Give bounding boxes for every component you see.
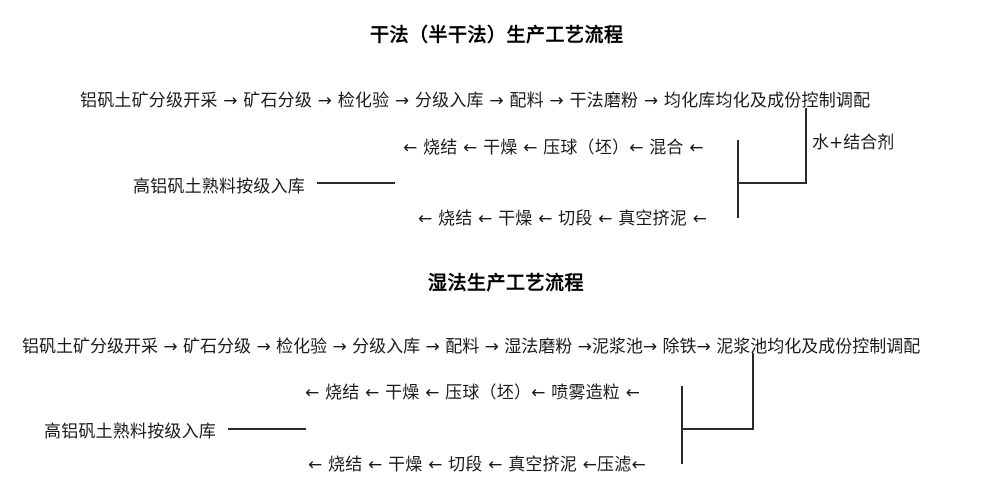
dry-process-stock-connector-line — [317, 182, 395, 184]
dry-process-additive-label: 水+结合剂 — [812, 133, 895, 153]
wet-process-row-3: 高铝矾土熟料按级入库 — [44, 422, 216, 442]
dry-process-row-4: ← 烧结 ← 干燥 ← 切段 ← 真空挤泥 ← — [418, 209, 708, 229]
wet-process-row-2: ← 烧结 ← 干燥 ← 压球（坯）← 喷雾造粒 ← — [305, 383, 641, 403]
dry-connector-left-vertical-line — [737, 140, 739, 218]
wet-process-row-1: 铝矾土矿分级开采 → 矿石分级 → 检化验 → 分级入库 → 配料 → 湿法磨粉… — [22, 337, 921, 357]
dry-connector-horizontal-line — [737, 182, 807, 184]
dry-connector-right-vertical-line — [805, 108, 807, 184]
wet-connector-right-vertical-line — [752, 353, 754, 429]
dry-process-row-3: 高铝矾土熟料按级入库 — [133, 177, 305, 197]
wet-process-title: 湿法生产工艺流程 — [428, 272, 585, 294]
wet-connector-left-vertical-line — [681, 386, 683, 464]
dry-process-title: 干法（半干法）生产工艺流程 — [370, 24, 624, 46]
wet-process-row-4: ← 烧结 ← 干燥 ← 切段 ← 真空挤泥 ←压滤← — [308, 455, 646, 475]
dry-process-row-2: ← 烧结 ← 干燥 ← 压球（坯）← 混合 ← — [403, 138, 704, 158]
wet-connector-horizontal-line — [681, 428, 754, 430]
dry-process-row-1: 铝矾土矿分级开采 → 矿石分级 → 检化验 → 分级入库 → 配料 → 干法磨粉… — [80, 91, 871, 111]
wet-process-stock-connector-line — [228, 428, 306, 430]
